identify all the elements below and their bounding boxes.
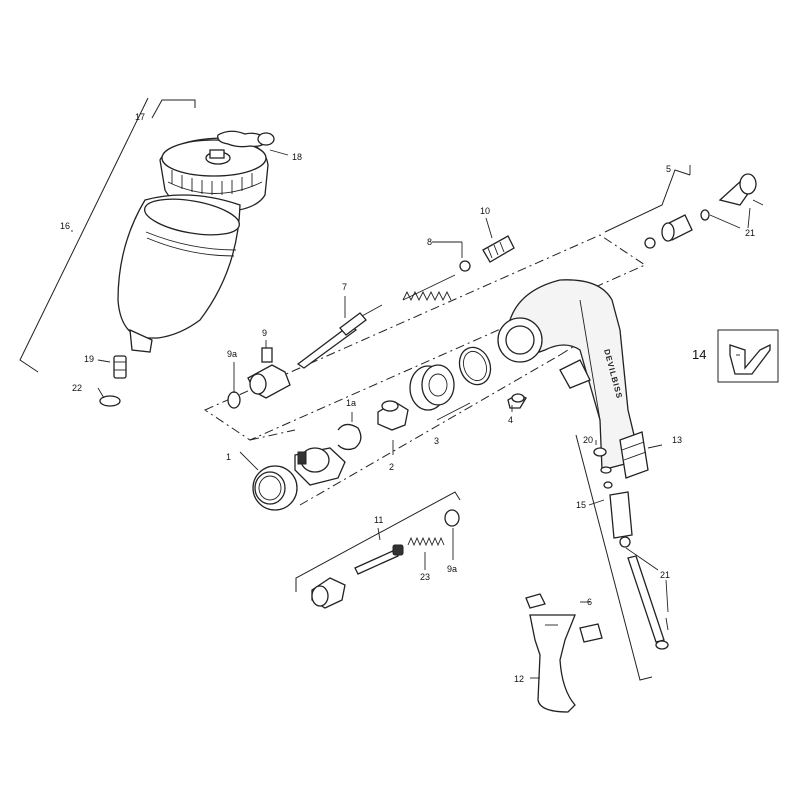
- nozzle-seal: [644, 209, 710, 249]
- needle-adjuster: [482, 235, 515, 263]
- callout-21-bottom: 21: [660, 570, 670, 580]
- callout-22: 22: [72, 383, 82, 393]
- callout-19: 19: [84, 354, 94, 364]
- needle-spring: [402, 274, 456, 302]
- callout-9a-bottom: 9a: [447, 564, 457, 574]
- callout-14: 14: [692, 347, 706, 362]
- callout-3: 3: [434, 436, 439, 446]
- valve-rod: [627, 555, 669, 650]
- callout-12: 12: [514, 674, 524, 684]
- callout-9a-top: 9a: [227, 349, 237, 359]
- air-cap: [294, 447, 346, 486]
- air-inlet-union: [609, 491, 633, 539]
- air-valve-assembly-bracket: [295, 491, 461, 592]
- baffle-seal: [458, 346, 492, 386]
- callout-1: 1: [226, 452, 231, 462]
- callout-18: 18: [292, 152, 302, 162]
- fluid-needle: [296, 304, 383, 369]
- needle-packing: [247, 347, 291, 399]
- callout-1a: 1a: [346, 398, 356, 408]
- packing-seal-top: [227, 391, 241, 409]
- leader-lines: [71, 149, 751, 679]
- gun-hook-box: [717, 329, 779, 383]
- air-valve-spring: [407, 536, 445, 547]
- fluid-tip: [377, 400, 409, 431]
- gun-body: DEVILBISS: [497, 279, 641, 471]
- spray-tip: [718, 173, 764, 206]
- callout-11: 11: [374, 515, 383, 525]
- cup-lid: [159, 137, 269, 213]
- callout-4: 4: [508, 415, 513, 425]
- packing-seal-bottom: [444, 509, 460, 527]
- inlet-o-ring: [619, 536, 631, 548]
- inlet-washers: [593, 447, 613, 489]
- retaining-clip: [337, 423, 362, 451]
- callout-5: 5: [666, 164, 671, 174]
- callout-2: 2: [389, 462, 394, 472]
- cup-seal: [99, 395, 121, 407]
- callouts: 1 1a 2 3 4 5 6 7 8 9 9a 9a 10 11 12 13 1…: [60, 112, 755, 684]
- callout-8: 8: [427, 237, 432, 247]
- callout-13: 13: [672, 435, 682, 445]
- spring-pad: [459, 260, 471, 272]
- air-cap-ring: [252, 465, 298, 511]
- spray-head-bracket: [604, 169, 691, 233]
- callout-7: 7: [342, 282, 347, 292]
- air-adjuster-knob: [311, 577, 346, 609]
- air-inlet-bracket: [575, 434, 653, 681]
- paint-cup: [117, 194, 241, 353]
- trigger-pin: [525, 593, 603, 643]
- callout-9: 9: [262, 328, 267, 338]
- air-nozzle: [661, 214, 693, 242]
- cup-filter: [113, 355, 127, 379]
- trigger: [529, 614, 576, 713]
- callout-21-top: 21: [745, 228, 755, 238]
- callout-6: 6: [587, 597, 592, 607]
- cup-bracket: [19, 97, 196, 373]
- air-inlet-fitting: [619, 431, 649, 479]
- callout-16: 16: [60, 221, 70, 231]
- callout-15: 15: [576, 500, 586, 510]
- lid-plug: [217, 130, 275, 148]
- callout-20: 20: [583, 435, 593, 445]
- air-valve: [507, 393, 527, 409]
- callout-17: 17: [135, 112, 145, 122]
- callout-10: 10: [480, 206, 490, 216]
- air-valve-stem: [354, 544, 404, 575]
- baffle: [409, 364, 455, 411]
- rod-pin: [665, 617, 669, 631]
- callout-23: 23: [420, 572, 430, 582]
